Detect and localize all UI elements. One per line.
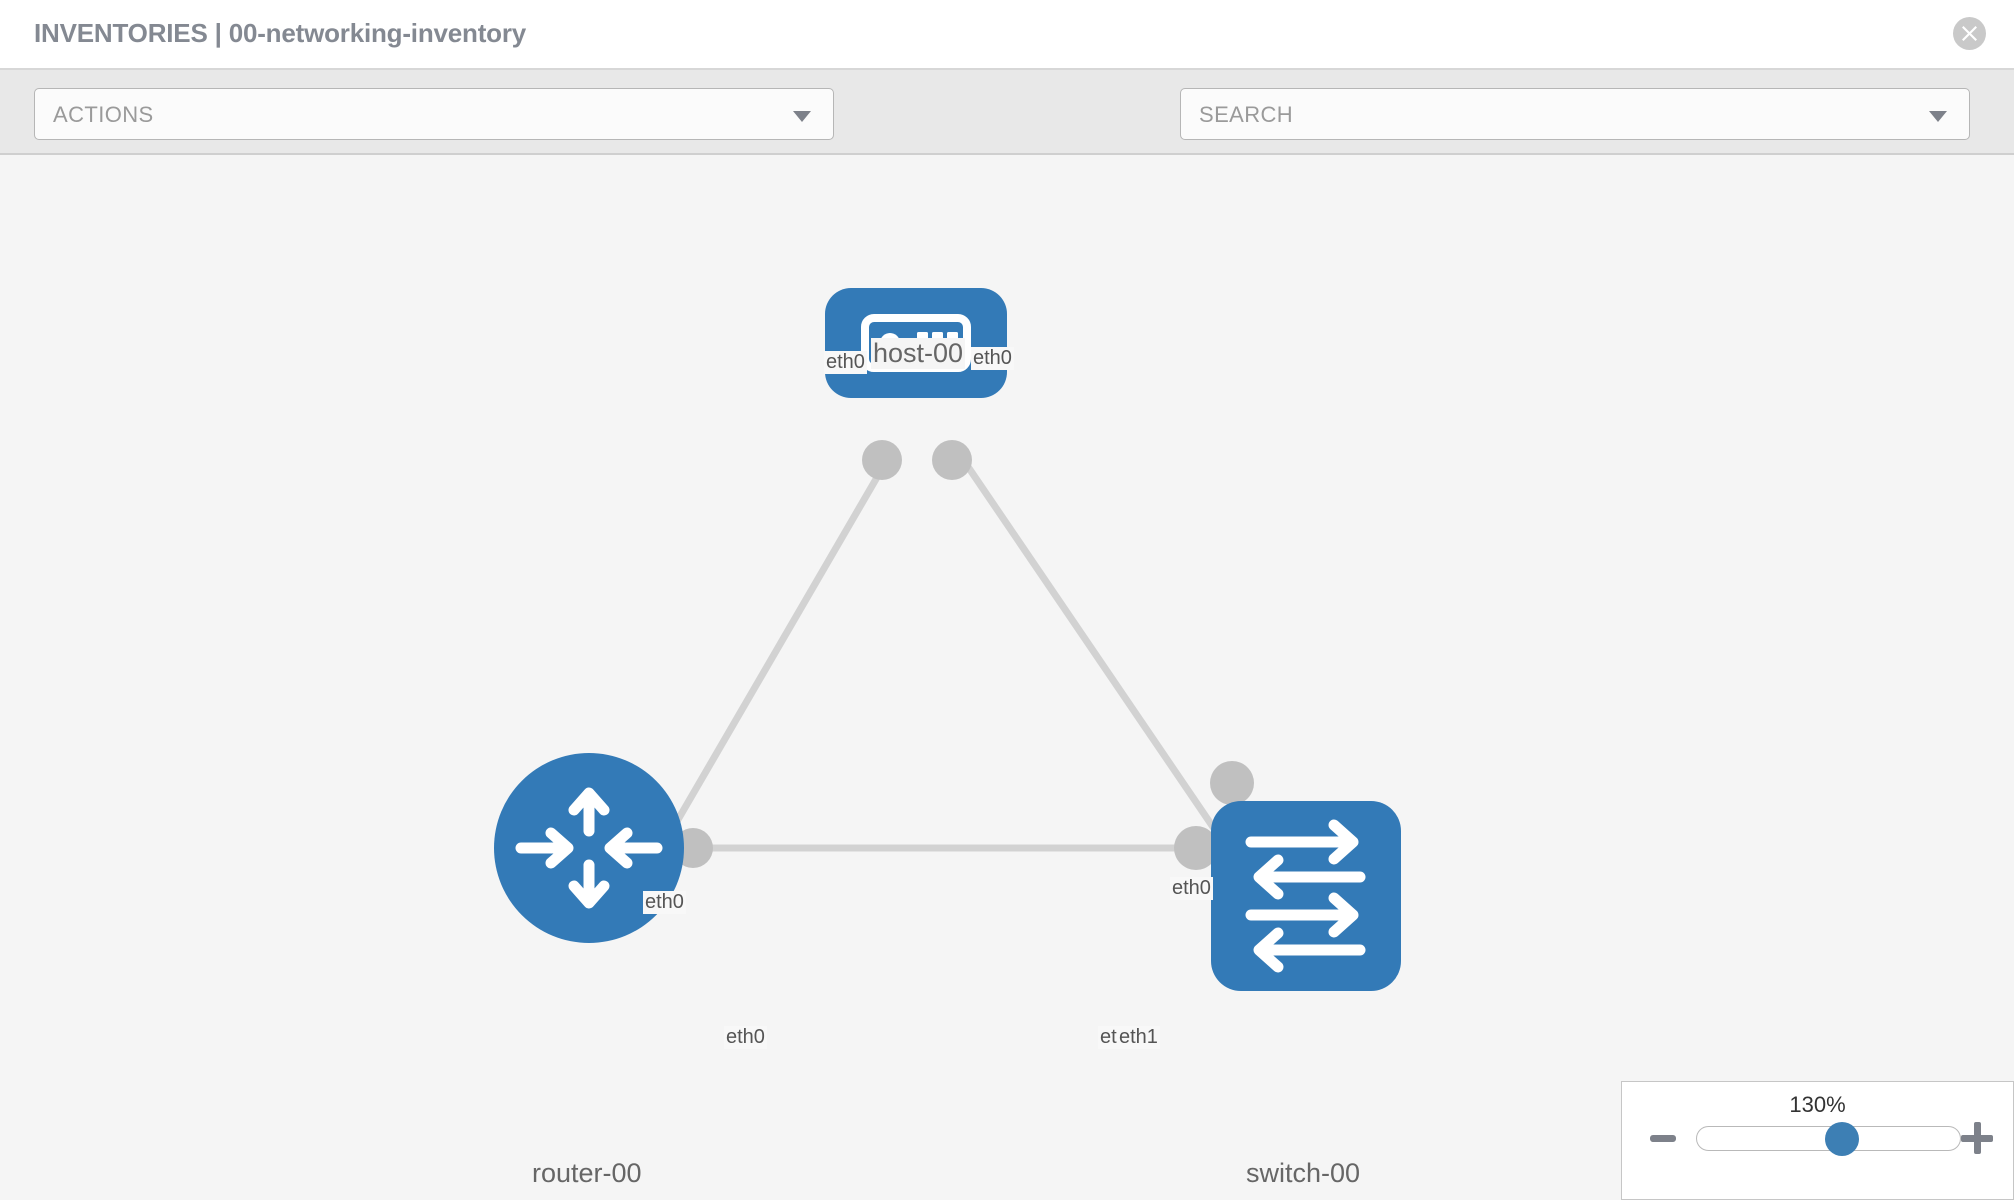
topology-canvas[interactable]: eth0 eth0 eth0 eth0 eth0 eth eth1 host-0… <box>0 155 2014 1200</box>
connector-host-right <box>932 440 972 480</box>
node-label-router-00: router-00 <box>530 1158 644 1189</box>
iface-label: eth0 <box>1170 877 1213 900</box>
node-switch-00[interactable] <box>1211 801 1401 991</box>
connector-switch-left <box>1174 826 1218 870</box>
toolbar: ACTIONS SEARCH <box>0 70 2014 203</box>
node-label-switch-00: switch-00 <box>1244 1158 1363 1189</box>
zoom-level-label: 130% <box>1789 1092 1846 1117</box>
actions-dropdown[interactable]: ACTIONS <box>34 88 834 140</box>
node-router-00[interactable] <box>494 753 684 943</box>
iface-label: eth0 <box>971 347 1014 370</box>
page-header: INVENTORIES | 00-networking-inventory <box>0 0 2014 70</box>
zoom-in-button[interactable] <box>1961 1122 1993 1154</box>
node-label-host-00: host-00 <box>871 338 966 369</box>
switch-arrows-icon <box>1245 819 1366 973</box>
connector-switch-top <box>1210 761 1254 805</box>
link-host-switch <box>957 453 1235 857</box>
topology-connectors <box>673 440 1254 870</box>
chevron-down-icon <box>793 111 811 122</box>
zoom-slider-thumb[interactable] <box>1825 1122 1859 1156</box>
search-placeholder: SEARCH <box>1199 102 1294 127</box>
zoom-slider[interactable] <box>1696 1122 1961 1156</box>
page-title: INVENTORIES | 00-networking-inventory <box>34 18 527 48</box>
iface-label: eth0 <box>643 891 686 914</box>
iface-label: eth0 <box>824 351 867 374</box>
search-input[interactable]: SEARCH <box>1180 88 1970 140</box>
zoom-out-button[interactable] <box>1650 1135 1676 1142</box>
close-icon[interactable] <box>1953 17 1986 50</box>
chevron-down-icon[interactable] <box>1929 111 1947 122</box>
iface-label: eth1 <box>1117 1026 1160 1049</box>
zoom-control-panel: 130% <box>1621 1081 2014 1200</box>
iface-label: eth0 <box>724 1026 767 1049</box>
link-host-router <box>636 453 894 887</box>
topology-graph <box>494 288 1401 991</box>
connector-host-left <box>862 440 902 480</box>
topology-links <box>636 453 1235 887</box>
actions-dropdown-label: ACTIONS <box>53 102 154 127</box>
router-arrows-icon <box>515 787 663 909</box>
